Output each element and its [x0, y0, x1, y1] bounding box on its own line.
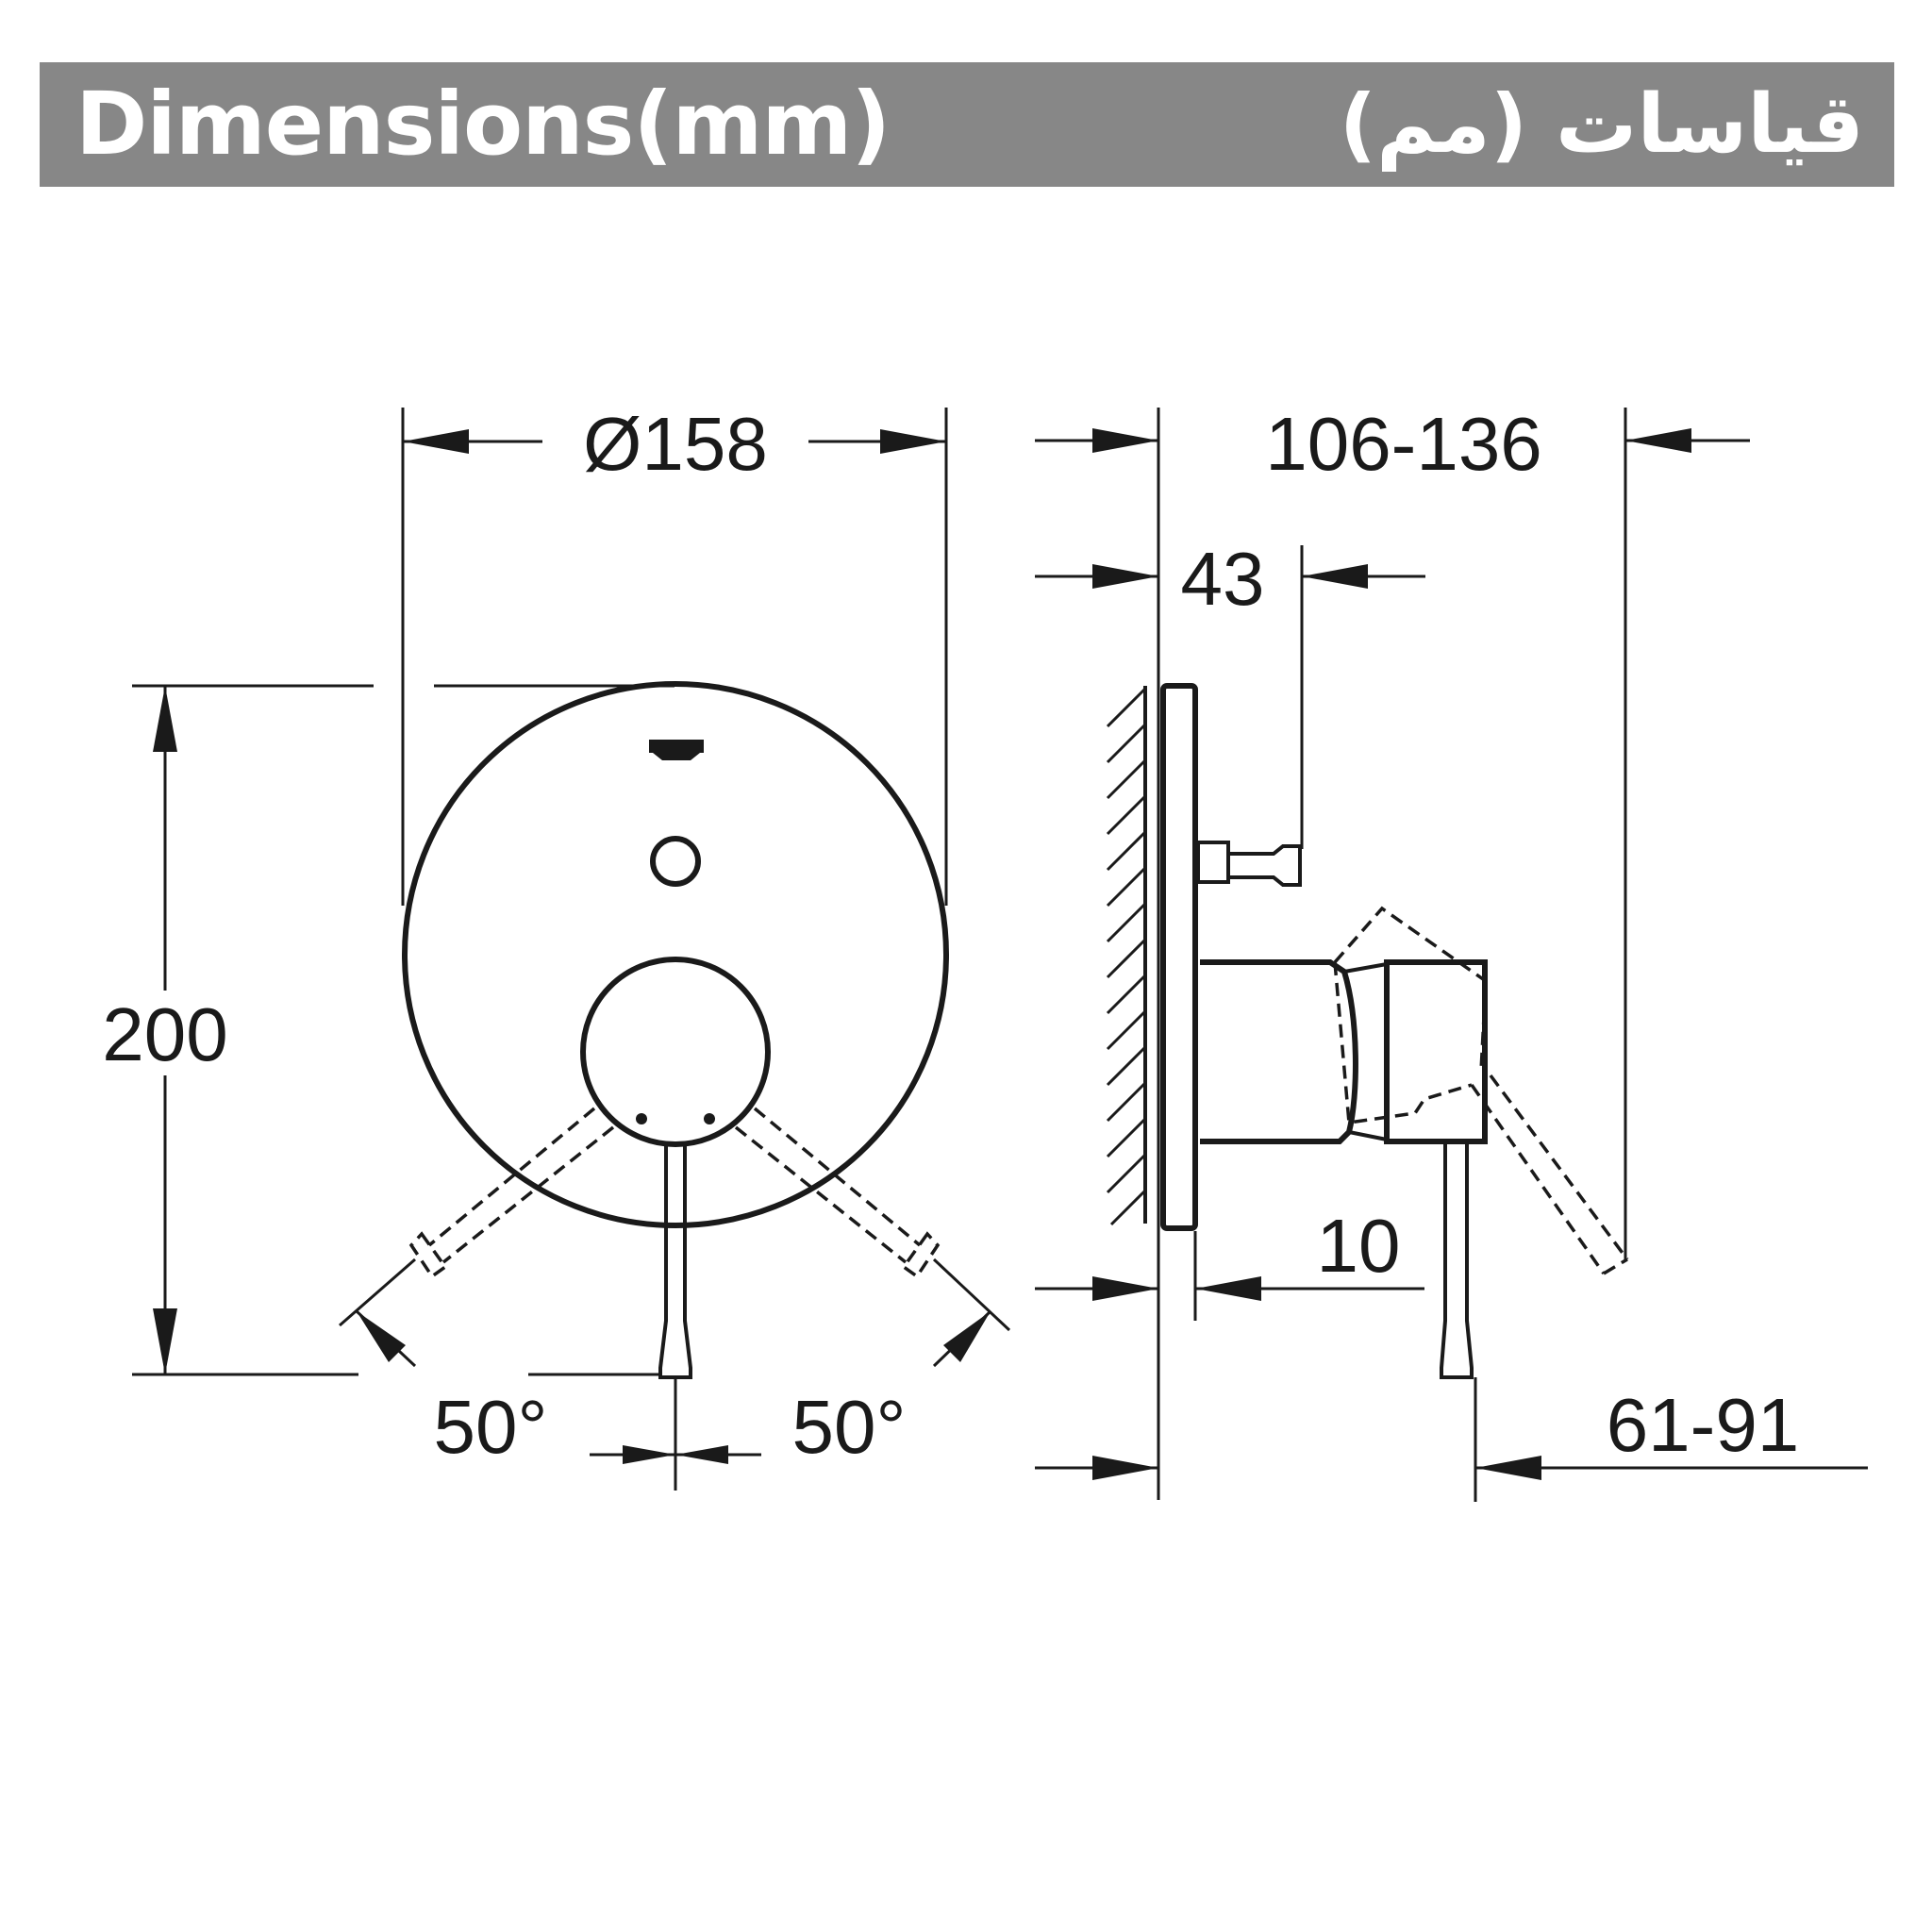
wall-hatching	[1106, 687, 1147, 1226]
side-view: 106-136 43	[1035, 402, 1868, 1502]
cartridge-depth-label: 43	[1181, 537, 1265, 621]
diameter-arrow-right	[880, 429, 946, 454]
diverter-stem-base	[1196, 841, 1230, 884]
depth-arrow-right	[1625, 428, 1691, 453]
lever-handle-side	[1440, 1141, 1474, 1379]
hub-dot-right	[704, 1113, 715, 1124]
angle-base-arrow-right	[675, 1445, 728, 1464]
cartridge-arrow-right	[1302, 564, 1368, 589]
lever-body-side	[1200, 959, 1358, 1144]
diverter-stem	[1228, 844, 1302, 887]
lever-depth-arrow-right	[1475, 1456, 1541, 1480]
title-english: Dimensions(mm)	[75, 74, 891, 175]
diameter-arrow-left	[403, 429, 469, 454]
height-arrow-bottom	[153, 1308, 177, 1374]
diverter-button	[650, 836, 701, 887]
angle-arrow-left-icon	[357, 1311, 406, 1362]
height-label: 200	[102, 992, 227, 1076]
lever-rotated-left	[408, 1107, 615, 1279]
total-depth-label: 106-136	[1265, 402, 1542, 486]
plate-arrow-right	[1195, 1276, 1261, 1301]
angle-left-label: 50°	[434, 1385, 548, 1469]
height-arrow-top	[153, 686, 177, 752]
angle-leader-right	[932, 1257, 1011, 1332]
front-view: Ø158 200	[102, 402, 1011, 1491]
lever-rotated-right	[734, 1107, 941, 1279]
angle-right-label: 50°	[792, 1385, 907, 1469]
title-arabic: قياسات (مم)	[1339, 77, 1864, 172]
angle-base-arrow-left	[623, 1445, 675, 1464]
lever-neck-side	[1343, 962, 1388, 1141]
lever-cap-side	[1384, 959, 1488, 1144]
depth-arrow-left	[1092, 428, 1158, 453]
plate-side-profile	[1160, 683, 1198, 1231]
cover-plate	[402, 681, 949, 1228]
angle-arrow-right-icon	[943, 1311, 991, 1362]
lever-handle	[658, 1143, 692, 1379]
plate-arrow-left	[1092, 1276, 1158, 1301]
plate-thickness-label: 10	[1317, 1204, 1401, 1288]
lever-depth-label: 61-91	[1607, 1383, 1800, 1467]
hub-dot-left	[636, 1113, 647, 1124]
lever-hub	[580, 957, 771, 1147]
lever-depth-arrow-left	[1092, 1456, 1158, 1480]
diameter-label: Ø158	[583, 402, 768, 486]
brand-logo-icon	[649, 740, 704, 760]
cartridge-arrow-left	[1092, 564, 1158, 589]
header-bar	[40, 62, 1894, 187]
lever-rotated-side	[1333, 906, 1629, 1275]
angle-leader-left	[339, 1257, 416, 1327]
